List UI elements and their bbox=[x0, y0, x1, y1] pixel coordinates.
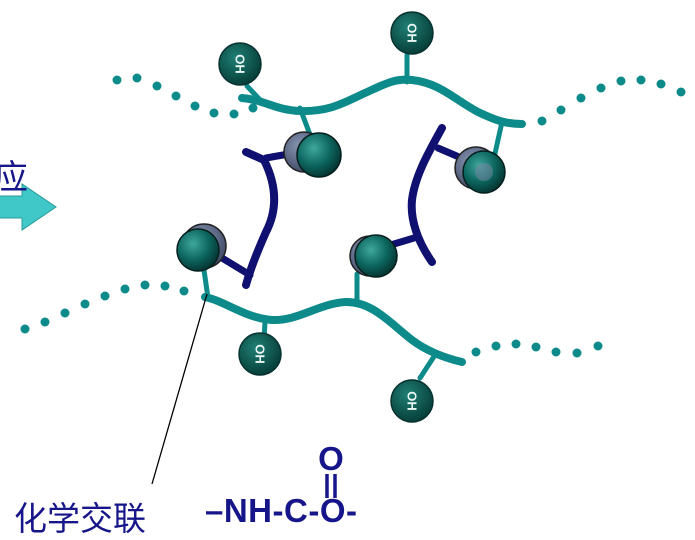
oh-label: OH bbox=[253, 344, 268, 364]
hydroxyl-group-2: OH bbox=[390, 11, 434, 55]
polymer-chain-bottom bbox=[201, 293, 466, 366]
crosslinker-right bbox=[407, 124, 446, 266]
oh-label: OH bbox=[405, 23, 420, 43]
dotted-chain-top-left bbox=[112, 73, 258, 119]
urethane-bead-top-left bbox=[283, 131, 342, 178]
urethane-formula: –NH-C-O- bbox=[205, 492, 358, 529]
carbonyl-oxygen: O bbox=[318, 440, 344, 477]
hydroxyl-group-1: OH bbox=[218, 42, 262, 86]
carbonyl-group: O bbox=[318, 440, 344, 498]
urethane-bead-top-right bbox=[454, 146, 506, 194]
partial-reaction-label: 应 bbox=[0, 158, 28, 198]
dotted-chain-bottom-left bbox=[20, 280, 189, 334]
urethane-bead-bottom-right bbox=[349, 234, 398, 278]
crosslinker-left bbox=[242, 148, 279, 289]
hydroxyl-group-3: OH bbox=[238, 332, 282, 376]
chemical-crosslink-label: 化学交联 bbox=[14, 499, 146, 538]
dotted-chain-bottom-right bbox=[471, 339, 603, 358]
oh-label: OH bbox=[405, 391, 420, 411]
polymer-chain-top bbox=[238, 75, 526, 128]
hydroxyl-group-4: OH bbox=[390, 379, 434, 423]
pointer-line bbox=[151, 293, 208, 485]
urethane-bead-bottom-left bbox=[176, 223, 227, 272]
oh-label: OH bbox=[233, 54, 248, 74]
dotted-chain-top-right bbox=[537, 75, 686, 126]
reaction-arrow bbox=[0, 183, 57, 231]
